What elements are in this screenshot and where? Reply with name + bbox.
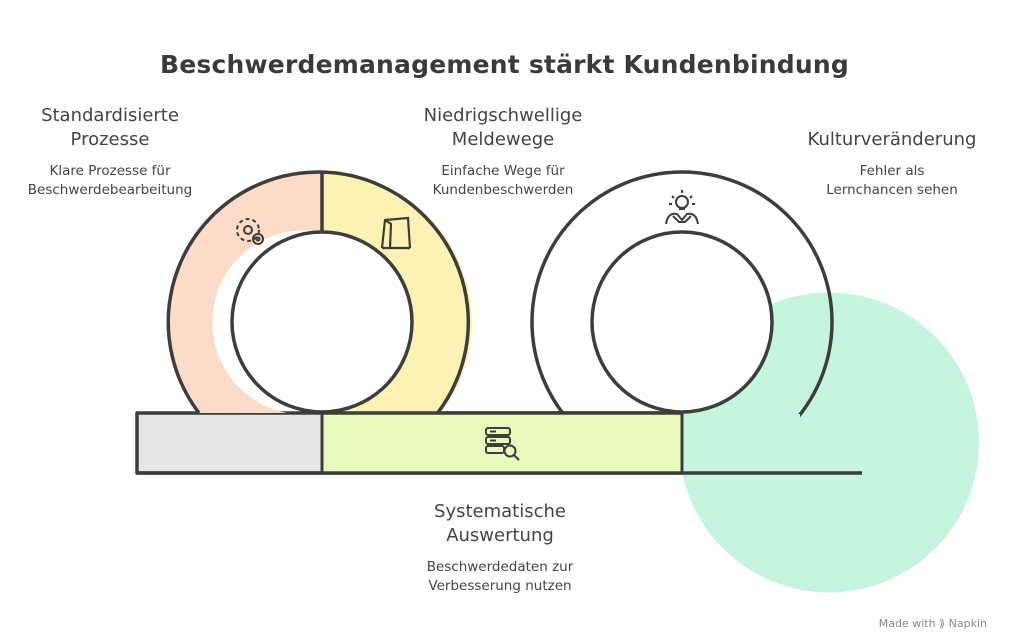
stage-description-standardisierte-prozesse: Klare Prozesse für Beschwerdebearbeitung	[27, 163, 193, 198]
door-icon	[380, 216, 412, 250]
stage-heading-standardisierte-prozesse: Standardisierte Prozesse	[41, 105, 179, 150]
stage-description-systematische-auswertung: Beschwerdedaten zur Verbesserung nutzen	[426, 559, 574, 594]
stage-heading-kulturveraenderung: Kulturveränderung	[807, 129, 977, 150]
stage-description-niedrigschwellige-meldewege: Einfache Wege für Kundenbeschwerden	[432, 163, 574, 198]
segment-auswertung	[137, 411, 862, 475]
stage-heading-niedrigschwellige-meldewege: Niedrigschwellige Meldewege	[423, 105, 583, 150]
diagram-title: Beschwerdemanagement stärkt Kundenbindun…	[160, 50, 849, 79]
gears-icon	[236, 218, 264, 245]
made-with-napkin-label: Made with ⟫ Napkin	[878, 617, 987, 630]
database-search-icon	[485, 427, 520, 461]
lightbulb-person-icon	[665, 190, 699, 225]
stage-description-kulturveraenderung: Fehler als Lernchancen sehen	[826, 163, 958, 198]
stage-heading-systematische-auswertung: Systematische Auswertung	[434, 501, 566, 546]
ring-left	[166, 170, 472, 474]
